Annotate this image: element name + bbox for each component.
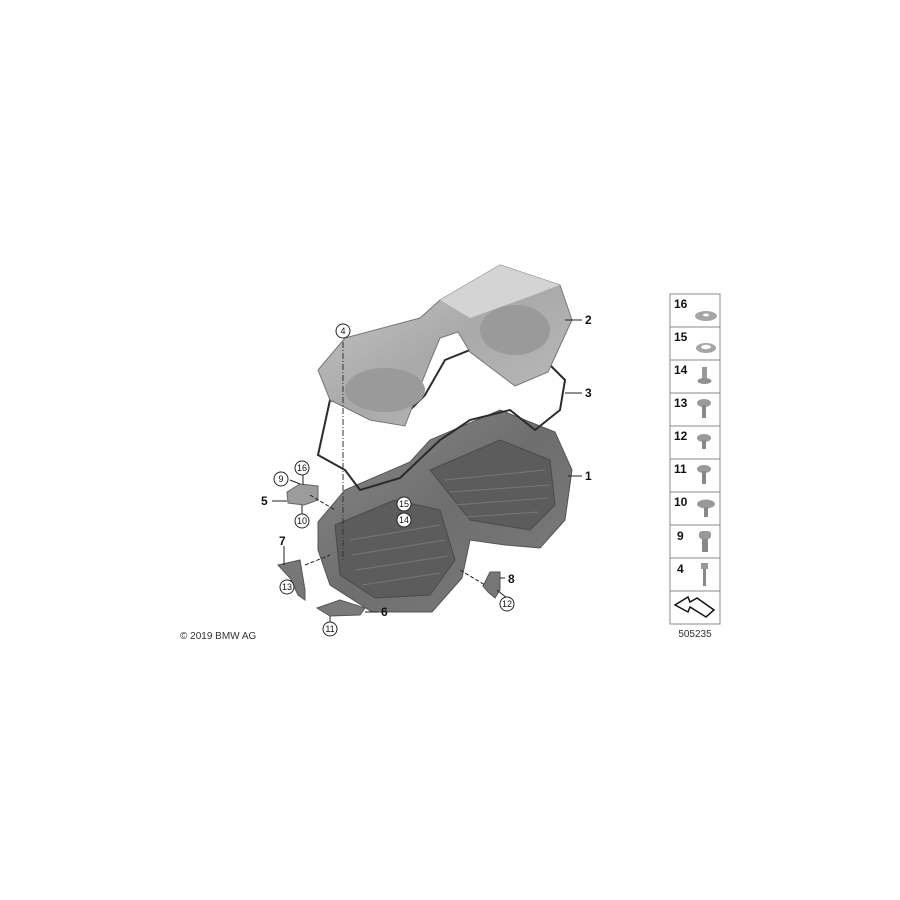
leader-lines	[272, 319, 582, 622]
legend-label-12: 12	[674, 429, 688, 443]
stud-bolt-icon	[697, 367, 712, 384]
callout-11: 11	[325, 624, 334, 634]
bracket-part-6	[315, 599, 366, 617]
callout-12: 12	[502, 599, 512, 609]
callout-16: 16	[297, 463, 307, 473]
image-number: 505235	[678, 629, 712, 640]
legend-label-14: 14	[674, 363, 688, 377]
washer-ring-icon	[696, 343, 716, 353]
copyright-text: © 2019 BMW AG	[180, 631, 257, 642]
legend-label-15: 15	[674, 330, 688, 344]
callout-13: 13	[282, 582, 292, 592]
legend-label-4: 4	[677, 562, 684, 576]
legend-label-9: 9	[677, 529, 684, 543]
legend-label-16: 16	[674, 297, 688, 311]
callout-9: 9	[278, 474, 283, 484]
flange-bolt-icon	[697, 465, 711, 484]
circled-callouts	[273, 323, 515, 637]
legend-label-10: 10	[674, 495, 688, 509]
battery-cover	[317, 264, 573, 427]
direction-arrow-icon	[673, 595, 716, 618]
callout-2: 2	[585, 313, 592, 327]
long-bolt-icon	[701, 563, 708, 586]
short-flange-bolt-icon	[697, 434, 711, 449]
callout-8: 8	[508, 572, 515, 586]
washer-bolt-icon	[697, 499, 715, 517]
legend-label-11: 11	[674, 462, 687, 476]
callout-6: 6	[381, 605, 388, 619]
bracket-part-7	[277, 559, 306, 601]
legend-label-13: 13	[674, 396, 688, 410]
callout-15: 15	[399, 499, 409, 509]
callout-14: 14	[399, 515, 409, 525]
callout-3: 3	[585, 386, 592, 400]
washer-large-icon	[695, 311, 717, 321]
torx-bolt-icon	[699, 531, 711, 552]
callout-10: 10	[297, 516, 307, 526]
bracket-part-8	[482, 571, 501, 599]
callout-4: 4	[340, 326, 345, 336]
callout-1: 1	[585, 469, 592, 483]
callout-7: 7	[279, 534, 286, 548]
fastener-legend-panel: 16 15 14 13 12 11 10 9 4	[669, 293, 721, 625]
flange-bolt-icon	[697, 399, 711, 418]
gasket-seal	[316, 348, 567, 492]
bracket-part-5	[286, 483, 319, 506]
callout-5: 5	[261, 494, 268, 508]
battery-tray	[317, 409, 573, 613]
